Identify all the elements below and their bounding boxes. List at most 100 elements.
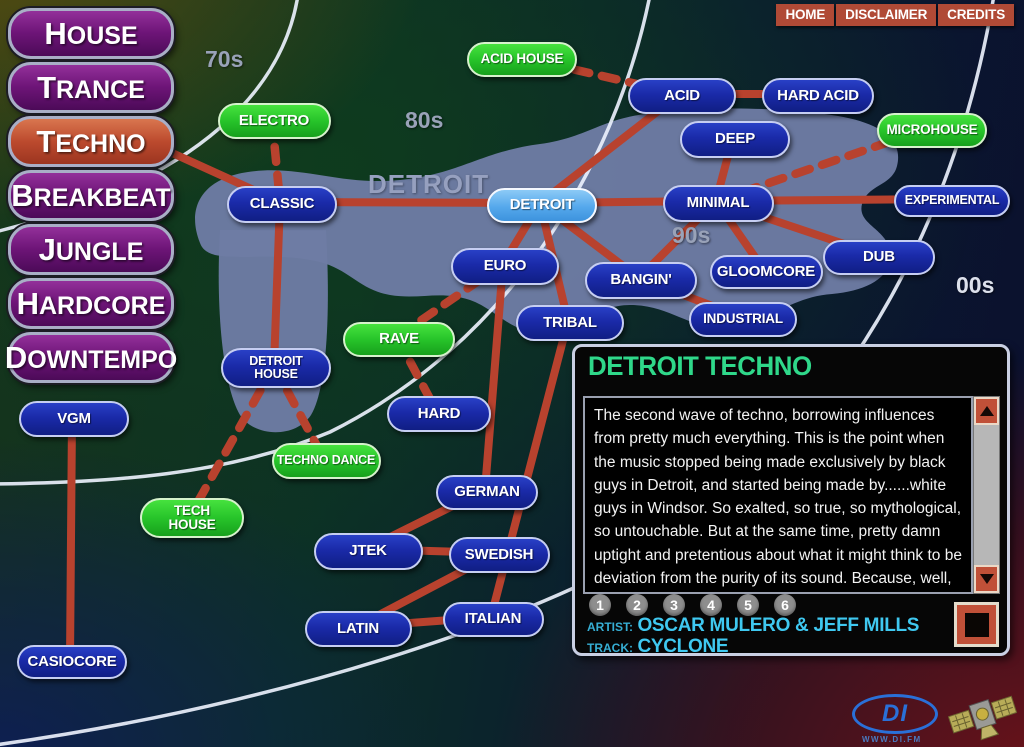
sidebar-item-label: Jungle (38, 231, 144, 267)
genre-node-hard[interactable]: HARD (387, 396, 491, 432)
track-number-button-4[interactable]: 4 (700, 594, 722, 616)
genre-node-tribal[interactable]: TRIBAL (516, 305, 624, 341)
sidebar-item-label: House (44, 15, 138, 51)
genre-node-label: JTEK (349, 542, 387, 560)
genre-node-label: DETROIT HOUSE (249, 353, 303, 381)
genre-node-jtek[interactable]: JTEK (313, 532, 423, 570)
genre-node-techno-dance[interactable]: TECHNO DANCE (271, 443, 381, 479)
genre-node-label: GLOOMCORE (716, 263, 816, 281)
description-scrollbar[interactable] (973, 396, 1000, 594)
stop-playback-button[interactable] (954, 602, 999, 647)
genre-node-label: ELECTRO (238, 112, 310, 130)
sidebar-item-label: Trance (37, 69, 145, 105)
genre-node-label: DETROIT (509, 196, 575, 214)
genre-node-label: ACID (664, 87, 700, 105)
connection-euro-german (481, 260, 507, 494)
menu-item-disclaimer[interactable]: DISCLAIMER (836, 4, 937, 26)
stop-square-icon (964, 612, 989, 637)
genre-node-acid-house[interactable]: ACID HOUSE (467, 41, 577, 77)
genre-node-hard-acid[interactable]: HARD ACID (762, 78, 874, 114)
genre-node-acid[interactable]: ACID (628, 78, 736, 114)
genre-node-casiocore[interactable]: CASIOCORE (17, 645, 127, 679)
genre-node-industrial[interactable]: INDUSTRIAL (689, 301, 797, 337)
genre-info-panel: DETROIT TECHNO The second wave of techno… (572, 344, 1010, 657)
genre-description-text: The second wave of techno, borrowing inf… (583, 396, 973, 594)
genre-node-label: CLASSIC (249, 195, 315, 213)
track-number-button-5[interactable]: 5 (737, 594, 759, 616)
genre-node-swedish[interactable]: SWEDISH (448, 537, 550, 573)
satellite-icon (948, 695, 1018, 741)
menu-item-credits[interactable]: CREDITS (938, 4, 1014, 26)
artist-label: ARTIST: (587, 620, 633, 634)
di-fm-logo[interactable]: DI (852, 694, 938, 734)
connection-detroit-house-tech-house (185, 361, 279, 521)
genre-node-tech-house[interactable]: TECH HOUSE (140, 498, 244, 538)
genre-node-label: SWEDISH (464, 546, 534, 564)
di-logo-text: DI (882, 700, 908, 727)
triangle-up-icon (979, 406, 994, 416)
sidebar-item-breakbeat[interactable]: Breakbeat (8, 170, 174, 221)
sidebar-item-house[interactable]: House (8, 8, 174, 59)
genre-node-label: CASIOCORE (27, 653, 117, 671)
menu-item-home[interactable]: HOME (776, 4, 835, 26)
genre-node-label: HARD ACID (777, 87, 859, 105)
genre-node-vgm[interactable]: VGM (19, 401, 129, 437)
track-label: TRACK: (587, 641, 633, 655)
sidebar-item-label: Breakbeat (11, 177, 171, 213)
connection-vgm-casiocore (66, 413, 76, 664)
scroll-up-button[interactable] (974, 397, 999, 425)
track-number-button-3[interactable]: 3 (663, 594, 685, 616)
genre-node-italian[interactable]: ITALIAN (442, 601, 544, 637)
genre-node-classic[interactable]: CLASSIC (227, 185, 337, 223)
genre-node-label: MICROHOUSE (886, 121, 978, 137)
track-value: CYCLONE (637, 636, 729, 657)
genre-node-electro[interactable]: ELECTRO (217, 103, 331, 139)
connection-classic-detroit-house (270, 198, 284, 370)
genre-node-label: GERMAN (454, 483, 520, 501)
genre-node-label: EURO (483, 257, 527, 275)
genre-node-label: ITALIAN (464, 610, 522, 628)
genre-node-detroit[interactable]: DETROIT (487, 187, 597, 223)
track-number-button-2[interactable]: 2 (626, 594, 648, 616)
genre-node-detroit-house[interactable]: DETROIT HOUSE (221, 348, 331, 388)
connection-euro-rave (392, 259, 508, 342)
sidebar-item-hardcore[interactable]: Hardcore (8, 278, 174, 329)
scroll-down-button[interactable] (974, 565, 999, 593)
genre-node-label: DUB (863, 248, 895, 266)
detroit-region-label: DETROIT (368, 169, 490, 199)
genre-node-rave[interactable]: RAVE (343, 321, 455, 357)
genre-node-experimental[interactable]: EXPERIMENTAL (894, 185, 1010, 217)
genre-node-minimal[interactable]: MINIMAL (662, 184, 774, 222)
sidebar-item-downtempo[interactable]: Downtempo (5, 332, 177, 383)
genre-node-dub[interactable]: DUB (823, 239, 935, 275)
artist-row: ARTIST: OSCAR MULERO & JEFF MILLS (587, 615, 919, 637)
decade-label-80s: 80s (405, 107, 444, 133)
sidebar-item-label: Hardcore (16, 285, 166, 321)
genre-node-label: TRIBAL (543, 314, 597, 332)
track-number-button-1[interactable]: 1 (589, 594, 611, 616)
genre-node-label: VGM (57, 410, 91, 428)
sidebar-item-trance[interactable]: Trance (8, 62, 174, 113)
track-number-button-6[interactable]: 6 (774, 594, 796, 616)
genre-node-microhouse[interactable]: MICROHOUSE (877, 112, 987, 148)
sidebar-item-label: Techno (36, 123, 146, 159)
sidebar-item-techno[interactable]: Techno (8, 116, 174, 167)
genre-node-label: RAVE (379, 330, 419, 348)
genre-node-label: BANGIN' (610, 271, 672, 289)
genre-node-label: EXPERIMENTAL (904, 193, 1000, 208)
sidebar-item-jungle[interactable]: Jungle (8, 224, 174, 275)
genre-node-label: TECH HOUSE (168, 502, 216, 532)
genre-node-euro[interactable]: EURO (451, 247, 559, 285)
genre-node-latin[interactable]: LATIN (304, 611, 412, 647)
arc-80s-90s (0, 0, 651, 486)
artist-value: OSCAR MULERO & JEFF MILLS (637, 615, 920, 636)
top-menu: HOME DISCLAIMER CREDITS (776, 4, 1014, 26)
genre-node-bangin[interactable]: BANGIN' (585, 261, 697, 299)
genre-node-gloomcore[interactable]: GLOOMCORE (709, 255, 823, 289)
genre-node-german[interactable]: GERMAN (436, 474, 538, 510)
genre-node-deep[interactable]: DEEP (680, 120, 790, 158)
genre-node-label: ACID HOUSE (480, 50, 564, 66)
decade-label-70s: 70s (205, 46, 244, 72)
